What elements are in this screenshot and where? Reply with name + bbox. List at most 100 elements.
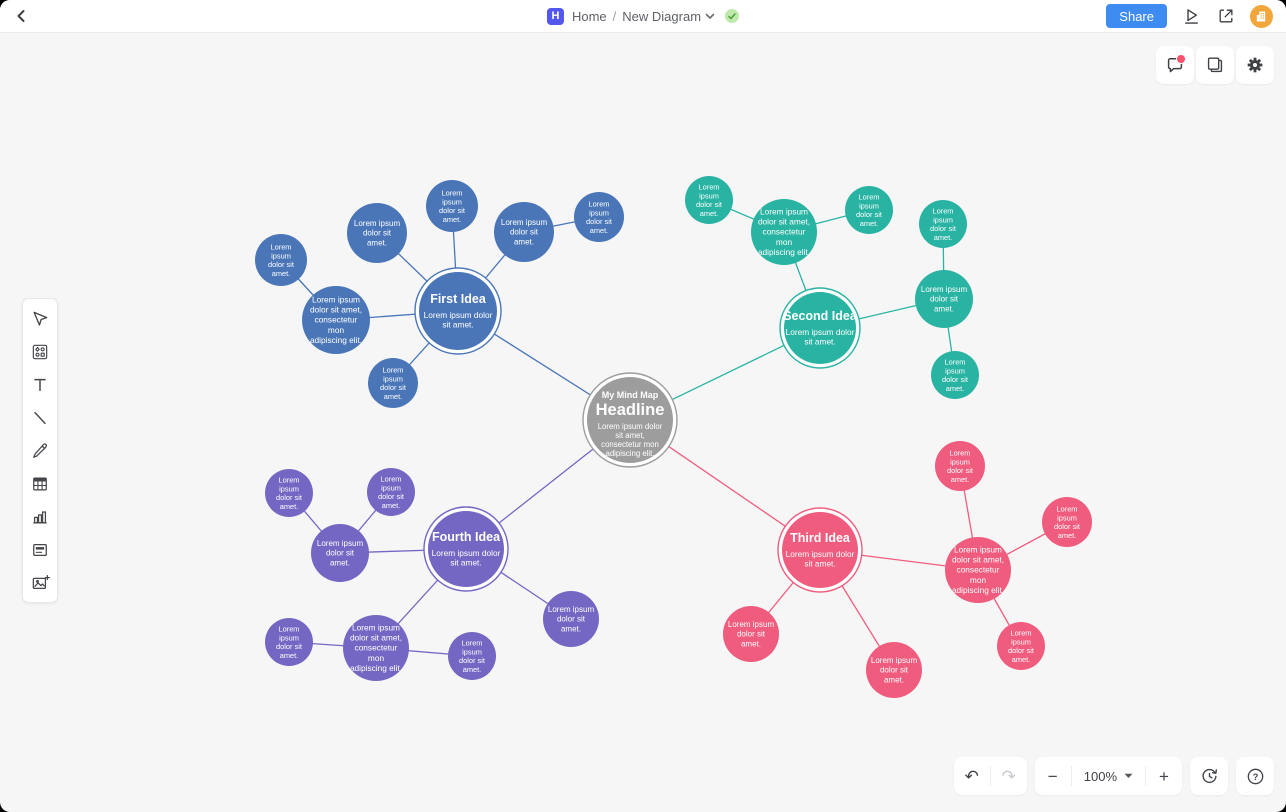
mindmap-node-text: sit amet, [615,431,644,440]
mindmap-node-text: ipsum [462,647,482,656]
tool-line[interactable] [23,401,57,434]
mindmap-node-text: Lorem [442,189,463,198]
document-title-group[interactable]: New Diagram [622,9,715,24]
zoom-out-button[interactable]: − [1035,757,1071,795]
mindmap-node-text: dolor sit [363,229,392,238]
export-button[interactable] [1216,6,1236,26]
mindmap-node-text: dolor sit [557,615,586,624]
undo-button[interactable]: ↶ [954,757,990,795]
gear-icon [1247,57,1263,73]
help-button[interactable]: ? [1236,757,1274,795]
tool-text[interactable] [23,368,57,401]
mindmap-node-text: amet. [330,558,350,567]
mindmap-node-text: mon [368,653,385,663]
mindmap-node-text: Lorem [1057,505,1078,514]
tool-chart[interactable] [23,500,57,533]
present-button[interactable] [1181,6,1202,27]
zoom-in-button[interactable]: + [1146,757,1182,795]
tool-table[interactable] [23,467,57,500]
mindmap-node-text: ipsum [945,366,965,375]
back-button[interactable] [6,0,36,32]
tool-pen[interactable] [23,434,57,467]
mindmap-node-text: dolor sit [276,493,302,502]
mindmap-node-text: My Mind Map [602,390,659,400]
zoom-level-dropdown[interactable]: 100% [1072,757,1145,795]
comments-button[interactable] [1156,46,1194,84]
tool-image[interactable] [23,566,57,599]
avatar[interactable] [1250,4,1273,28]
mindmap-node-text: amet. [590,226,608,235]
mindmap-node-text: consectetur [355,643,398,653]
header-right-controls: Share [1106,4,1286,28]
breadcrumb-separator: / [612,8,617,24]
mindmap-node-text: ipsum [279,484,299,493]
sync-status-badge [725,9,740,23]
mindmap-node-text: dolor sit [1008,646,1034,655]
redo-button[interactable]: ↷ [991,757,1027,795]
tool-shapes[interactable] [23,335,57,368]
present-icon [1185,8,1198,24]
zoom-panel: − 100% + [1034,757,1182,795]
breadcrumb-home[interactable]: Home [571,8,607,24]
pages-button[interactable] [1196,46,1234,84]
shapes-icon [32,344,48,359]
mindmap-node-text: amet. [367,238,387,247]
mindmap-node-text: amet. [514,237,534,246]
svg-text:?: ? [1252,772,1258,782]
tool-select[interactable] [23,302,57,335]
mindmap-node-text: dolor sit amet, [758,217,810,227]
share-button[interactable]: Share [1106,4,1167,28]
redo-icon: ↷ [1001,766,1016,786]
panel-divider [1070,766,1072,786]
mindmap-node-text: Lorem ipsum dolor [786,549,855,559]
mindmap-node-text: ipsum [381,483,401,492]
mindmap-node-text: mon [328,325,345,335]
settings-button[interactable] [1236,46,1274,84]
mindmap-node-text: adipiscing elit. [310,335,362,345]
mindmap-node-text: dolor sit [378,492,404,501]
mindmap-node-text: amet. [443,215,461,224]
mindmap-node-text: dolor sit [510,228,539,237]
mindmap-node-text: Lorem [279,625,300,634]
mindmap-node-text: ipsum [859,201,879,210]
mindmap-node-text: sit amet. [804,337,835,347]
mindmap-node-text: sit amet. [450,558,481,568]
document-logo[interactable]: H [546,7,564,25]
tool-note[interactable] [23,533,57,566]
mindmap-node-text: Lorem ipsum [728,620,775,629]
mindmap-node-text: amet. [700,209,718,218]
version-history-button[interactable] [1190,757,1228,795]
